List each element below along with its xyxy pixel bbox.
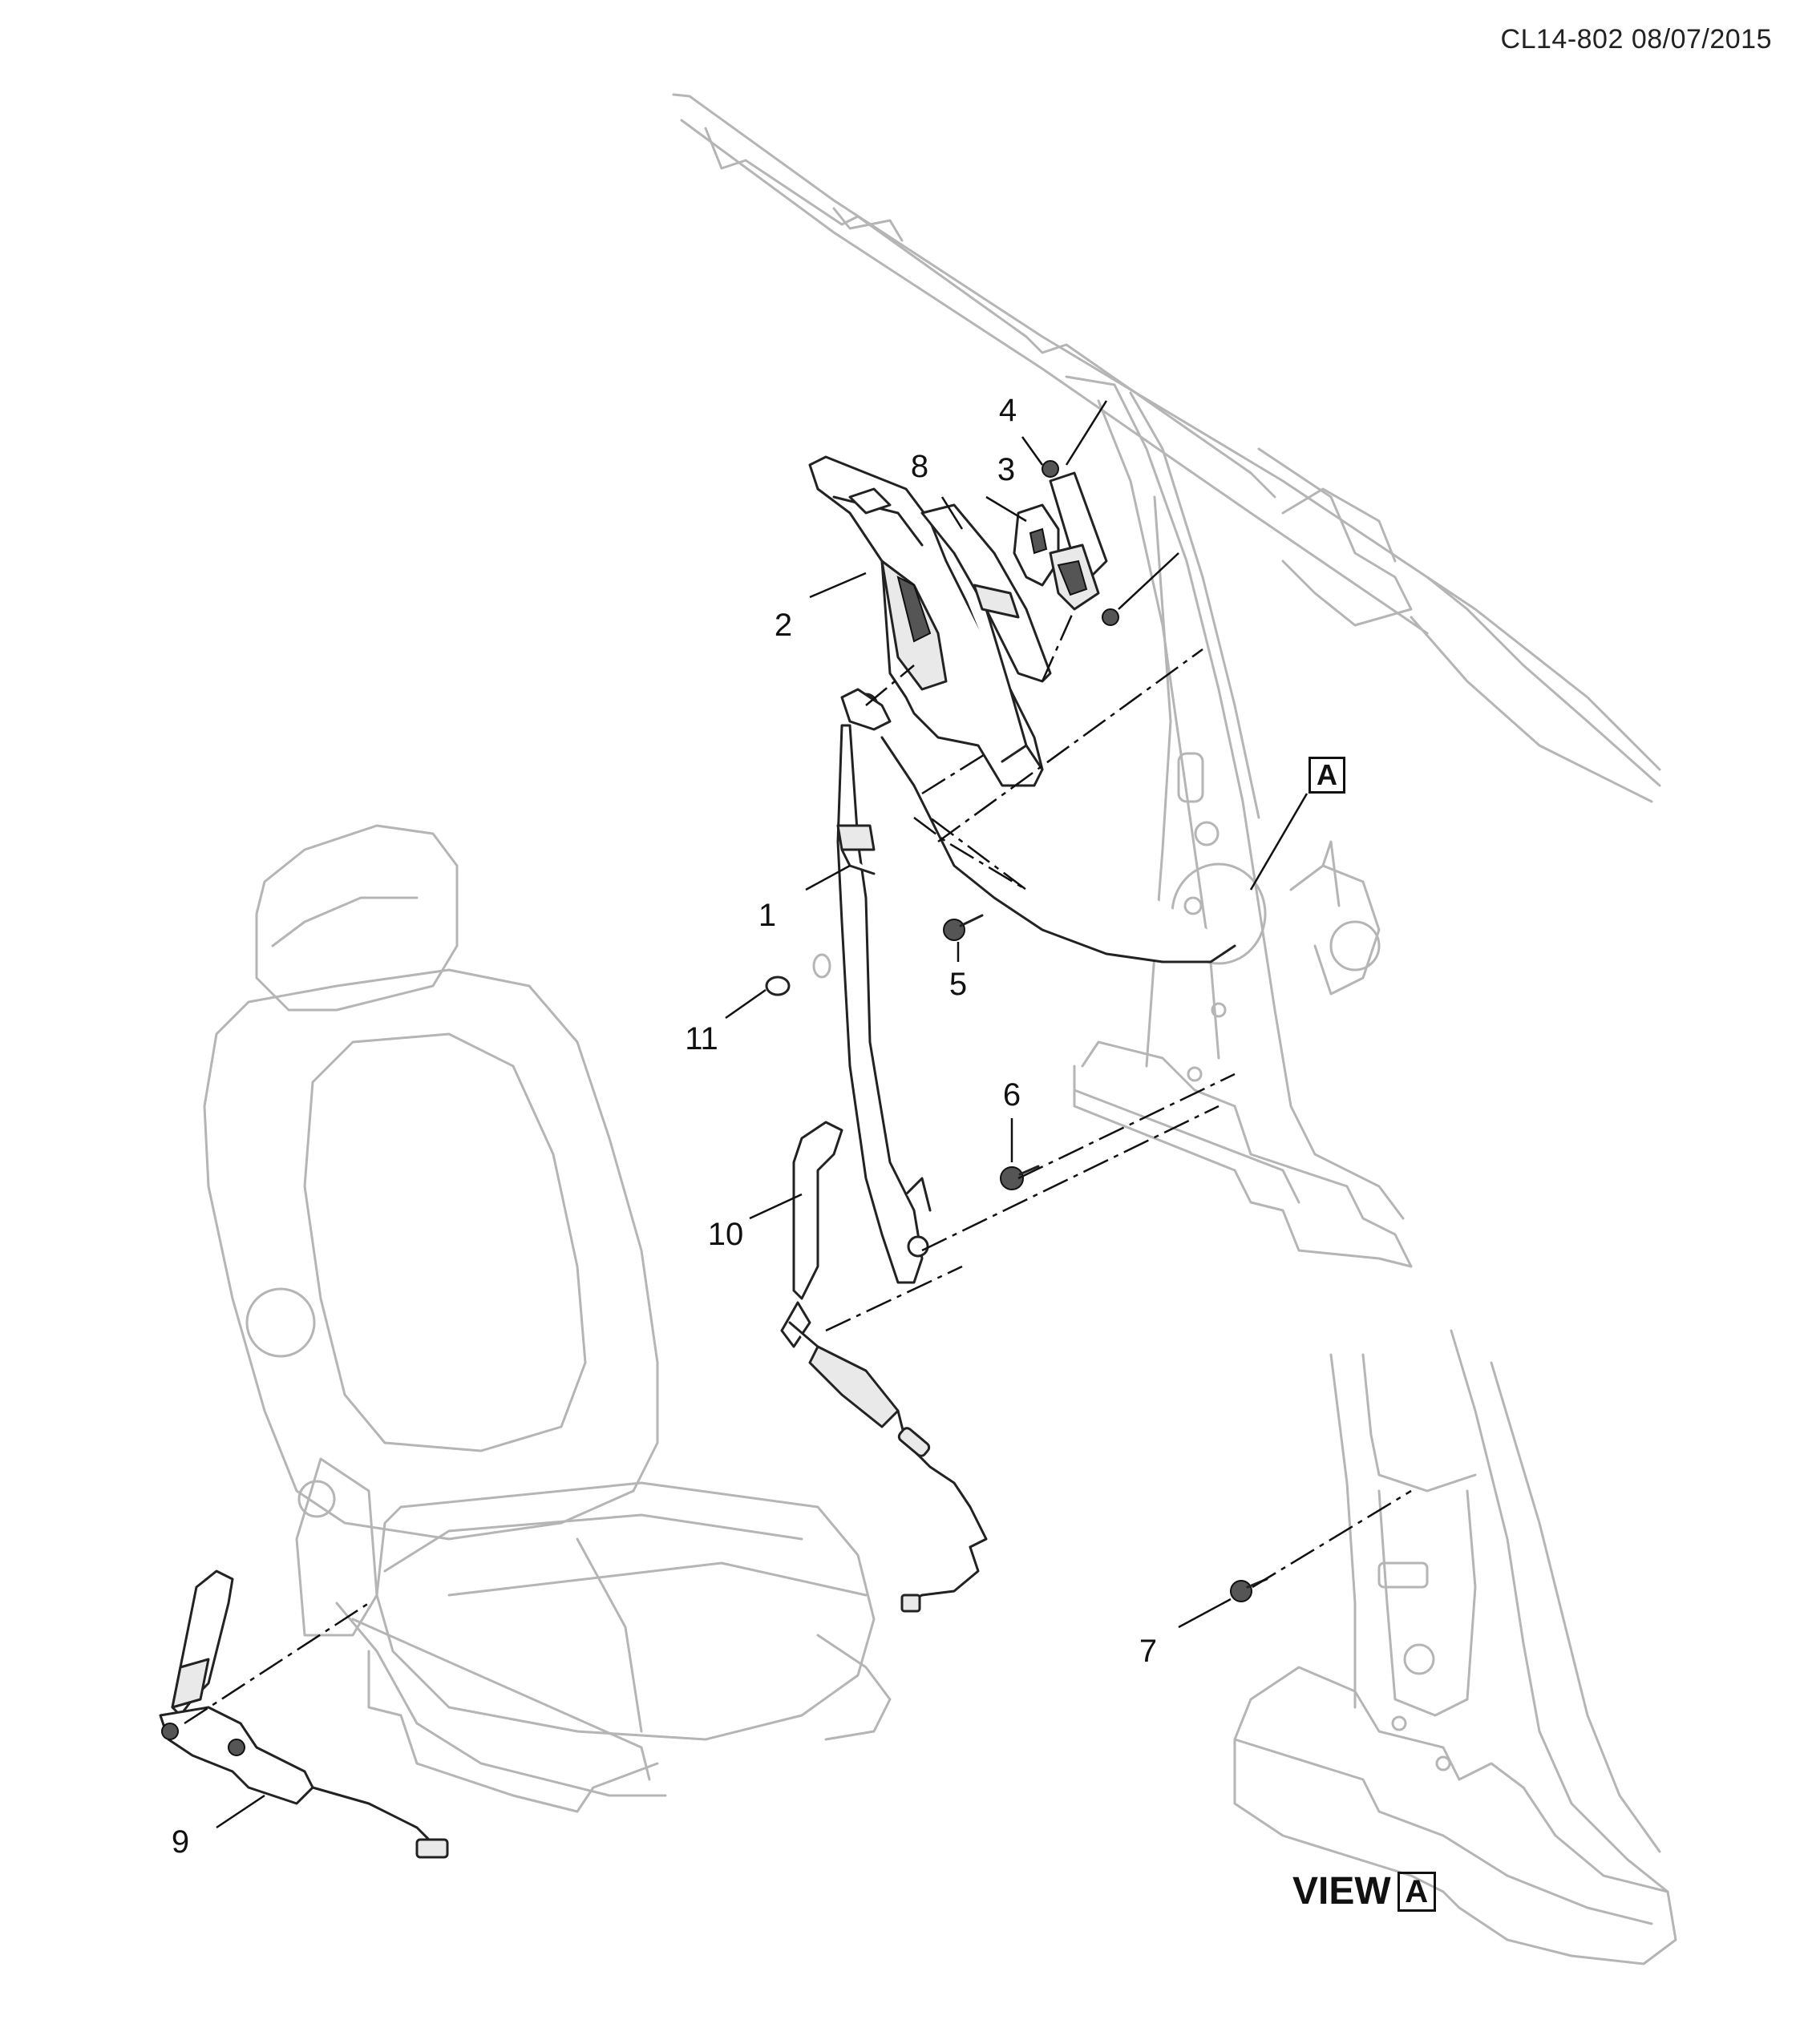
b-pillar-upper-trim [808, 455, 1044, 787]
view-title-letter: A [1397, 1871, 1436, 1912]
callout-9: 9 [171, 1824, 190, 1860]
assembly-lines [184, 608, 1412, 1725]
bolt-6 [1000, 1165, 1040, 1190]
view-title-word: VIEW [1292, 1870, 1391, 1913]
driver-seat-belt-buckle [159, 1569, 449, 1859]
callout-10: 10 [707, 1217, 744, 1252]
callout-7: 7 [1139, 1634, 1158, 1669]
callout-3: 3 [997, 452, 1016, 487]
callout-leaders [216, 436, 1309, 1829]
view-a-inset [1230, 1329, 1677, 1965]
bolt-5 [943, 914, 984, 941]
callout-1: 1 [758, 898, 777, 933]
callout-6: 6 [1002, 1077, 1021, 1113]
callout-5: 5 [949, 967, 968, 1002]
view-a-title: VIEW A [1292, 1869, 1436, 1913]
callout-8: 8 [910, 449, 929, 484]
front-seat [203, 824, 892, 1813]
seat-belt-buckle [780, 1121, 988, 1613]
height-adjuster [1042, 400, 1179, 626]
view-a-reference-marker: A [1309, 757, 1345, 794]
adjuster-trim-cover [920, 503, 1052, 683]
callout-2: 2 [774, 608, 793, 643]
document-id: CL14-802 08/07/2015 [1500, 24, 1772, 55]
callout-4: 4 [998, 393, 1017, 428]
adjuster-button [1013, 503, 1060, 587]
roof-rail [672, 93, 1661, 803]
seat-belt-webbing [836, 688, 1236, 1284]
callout-11: 11 [685, 1021, 718, 1056]
webbing-stop-button [765, 953, 831, 996]
